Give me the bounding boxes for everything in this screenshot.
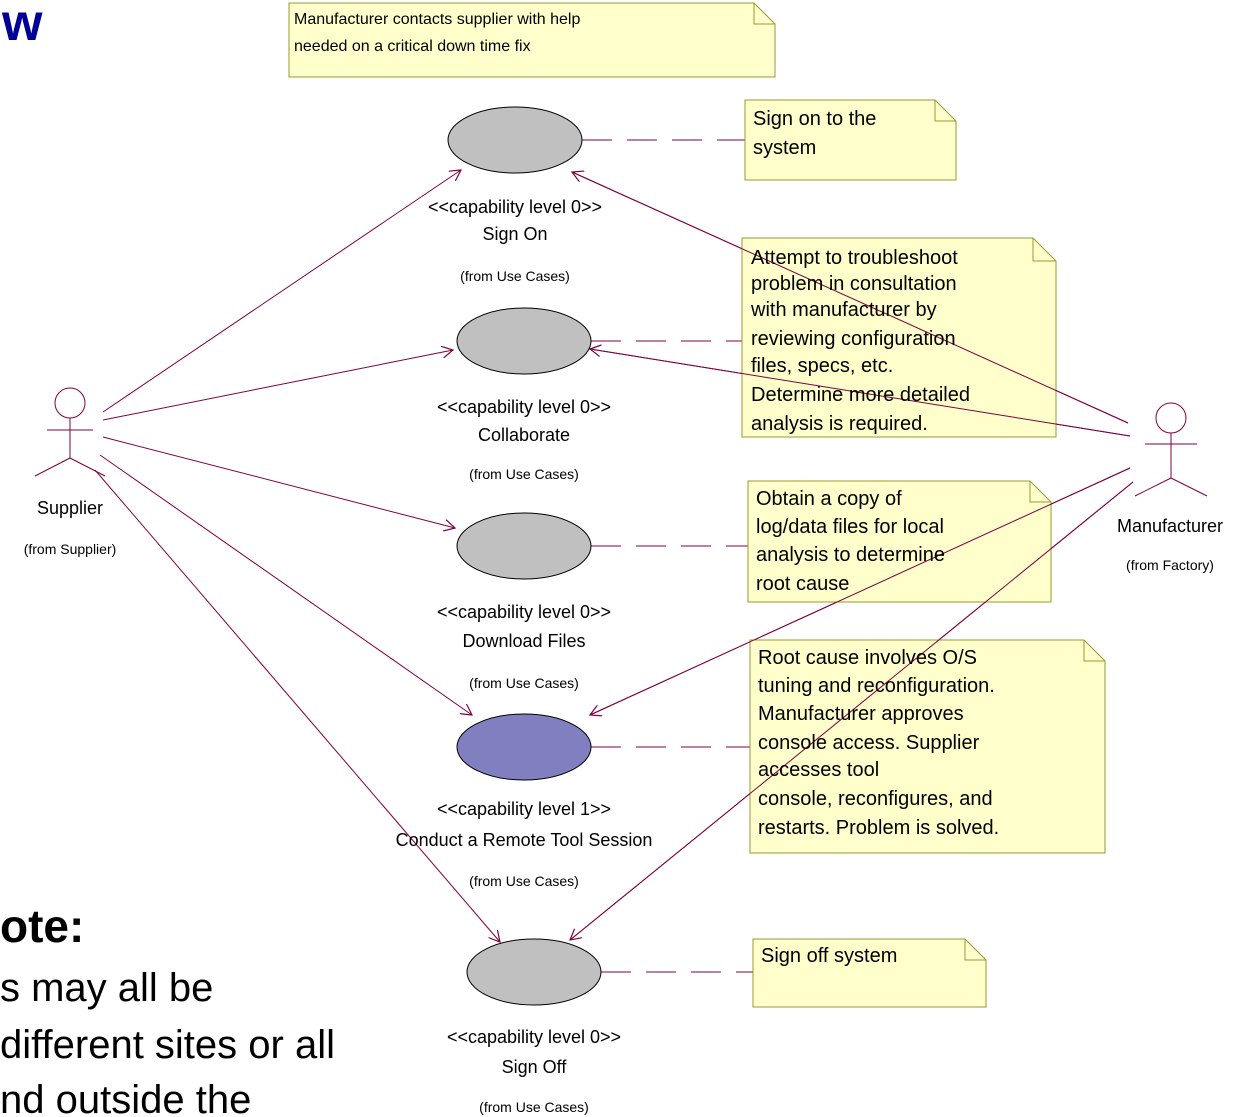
note-line: Manufacturer contacts supplier with help <box>294 11 580 28</box>
slide-note-heading: ote: <box>0 900 84 952</box>
slide-note-line: nd outside the <box>0 1078 251 1117</box>
note-line: problem in consultation <box>751 273 957 295</box>
note-line: Root cause involves O/S <box>758 647 977 669</box>
use-case-stereotype: <<capability level 1>> <box>437 799 611 819</box>
note-line: analysis to determine <box>756 544 945 566</box>
note-collaborate-text: Attempt to troubleshoot problem in consu… <box>750 247 970 435</box>
note-line: analysis is required. <box>751 413 928 435</box>
use-case-name: Conduct a Remote Tool Session <box>396 830 653 850</box>
manufacturer-actor-name: Manufacturer <box>1117 516 1223 536</box>
note-header: Manufacturer contacts supplier with help… <box>288 2 776 78</box>
note-line: console access. Supplier <box>758 732 980 754</box>
use-case-origin: (from Use Cases) <box>479 1099 589 1115</box>
note-sign-on: Sign on to the system <box>744 99 957 181</box>
slide-note-line: different sites or all <box>0 1023 335 1067</box>
note-line: with manufacturer by <box>750 299 937 321</box>
note-remote-text: Root cause involves O/S tuning and recon… <box>758 647 999 839</box>
use-case-origin: (from Use Cases) <box>469 873 579 889</box>
note-line: console, reconfigures, and <box>758 788 993 810</box>
use-case-sign-off[interactable] <box>466 938 602 1006</box>
supplier-actor-name: Supplier <box>37 498 103 518</box>
note-line: Sign on to the <box>753 108 876 130</box>
manufacturer-actor-origin: (from Factory) <box>1126 557 1214 573</box>
note-line: Manufacturer approves <box>758 703 964 725</box>
use-case-stereotype: <<capability level 0>> <box>447 1027 621 1047</box>
note-line: accesses tool <box>758 759 879 781</box>
note-line: restarts. Problem is solved. <box>758 817 999 839</box>
use-case-origin: (from Use Cases) <box>469 675 579 691</box>
use-case-sign-on[interactable] <box>447 106 583 174</box>
note-download <box>747 480 1052 603</box>
use-case-origin: (from Use Cases) <box>460 268 570 284</box>
note-remote <box>749 639 1106 854</box>
note-line: Sign off system <box>761 945 897 967</box>
note-line: log/data files for local <box>756 516 944 538</box>
note-line: Attempt to troubleshoot <box>751 247 958 269</box>
associations-overlay <box>569 171 1134 941</box>
slide-note-line: s may all be <box>0 966 213 1010</box>
note-download-text: Obtain a copy of log/data files for loca… <box>756 488 945 595</box>
use-case-origin: (from Use Cases) <box>469 466 579 482</box>
note-line: needed on a critical down time fix <box>294 38 531 55</box>
supplier-actor-origin: (from Supplier) <box>24 541 117 557</box>
use-case-stereotype: <<capability level 0>> <box>428 197 602 217</box>
supplier-actor-icon[interactable] <box>34 387 106 477</box>
use-case-name: Download Files <box>462 631 585 651</box>
use-case-download-files[interactable] <box>456 512 592 580</box>
use-case-stereotype: <<capability level 0>> <box>437 397 611 417</box>
use-case-name: Sign Off <box>502 1057 568 1077</box>
note-line: tuning and reconfiguration. <box>758 675 995 697</box>
note-connectors <box>582 139 753 973</box>
note-line: root cause <box>756 573 849 595</box>
use-case-collaborate[interactable] <box>456 307 592 375</box>
use-case-remote-tool-session[interactable] <box>456 713 592 781</box>
note-line: files, specs, etc. <box>751 355 893 377</box>
use-case-name: Collaborate <box>478 425 570 445</box>
slide-title-fragment: w <box>1 0 43 52</box>
use-case-stereotype: <<capability level 0>> <box>437 602 611 622</box>
note-line: Obtain a copy of <box>756 488 902 510</box>
note-line: system <box>753 137 816 159</box>
use-case-name: Sign On <box>482 224 547 244</box>
note-line: Determine more detailed <box>751 384 970 406</box>
manufacturer-actor-icon[interactable] <box>1134 402 1208 497</box>
note-sign-off: Sign off system <box>752 938 987 1008</box>
note-line: reviewing configuration <box>751 328 956 350</box>
note-collaborate <box>741 237 1057 438</box>
